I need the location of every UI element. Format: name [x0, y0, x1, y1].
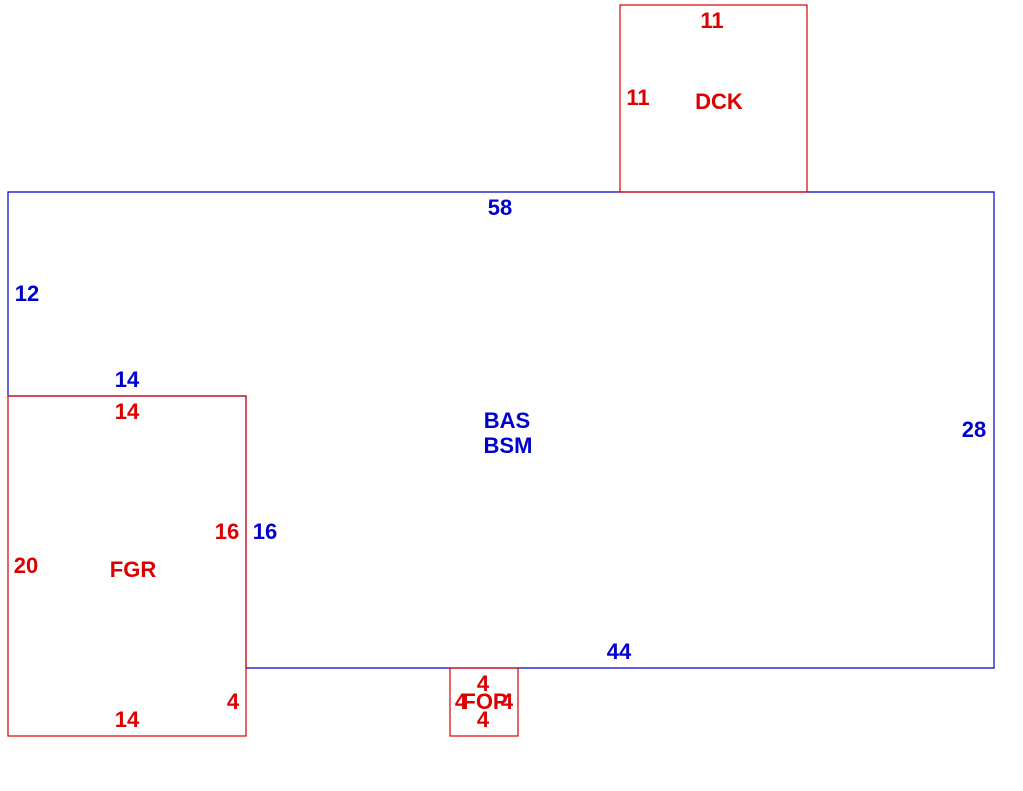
deck-left-dimension: 11 — [626, 85, 649, 110]
garage-bottom-dimension: 14 — [115, 707, 140, 732]
garage-left-dimension: 20 — [14, 553, 38, 578]
garage-area-code: FGR — [110, 557, 157, 582]
garage-outline — [7, 395, 247, 737]
main-step-side-dimension: 16 — [253, 519, 277, 544]
porch-left-dimension: 4 — [455, 689, 468, 714]
garage-right-lower-dimension: 4 — [227, 689, 240, 714]
garage-right-upper-dimension: 16 — [215, 519, 239, 544]
porch-outline — [449, 667, 519, 737]
main-left-dimension: 12 — [15, 281, 39, 306]
porch-right-dimension: 4 — [501, 689, 514, 714]
main-step-top-dimension: 14 — [115, 367, 140, 392]
main-top-dimension: 58 — [488, 195, 512, 220]
main-right-dimension: 28 — [962, 417, 986, 442]
porch-top-dimension: 4 — [477, 671, 490, 696]
deck-top-dimension: 11 — [700, 8, 723, 33]
main-area-code-bas: BAS — [484, 408, 530, 433]
porch-bottom-dimension: 4 — [477, 707, 490, 732]
deck-outline — [619, 4, 808, 193]
deck-area-code: DCK — [695, 89, 743, 114]
main-bottom-dimension: 44 — [607, 639, 632, 664]
main-area-code-bsm: BSM — [484, 433, 533, 458]
garage-top-dimension: 14 — [115, 399, 140, 424]
porch-area-code: FOP — [462, 689, 507, 714]
